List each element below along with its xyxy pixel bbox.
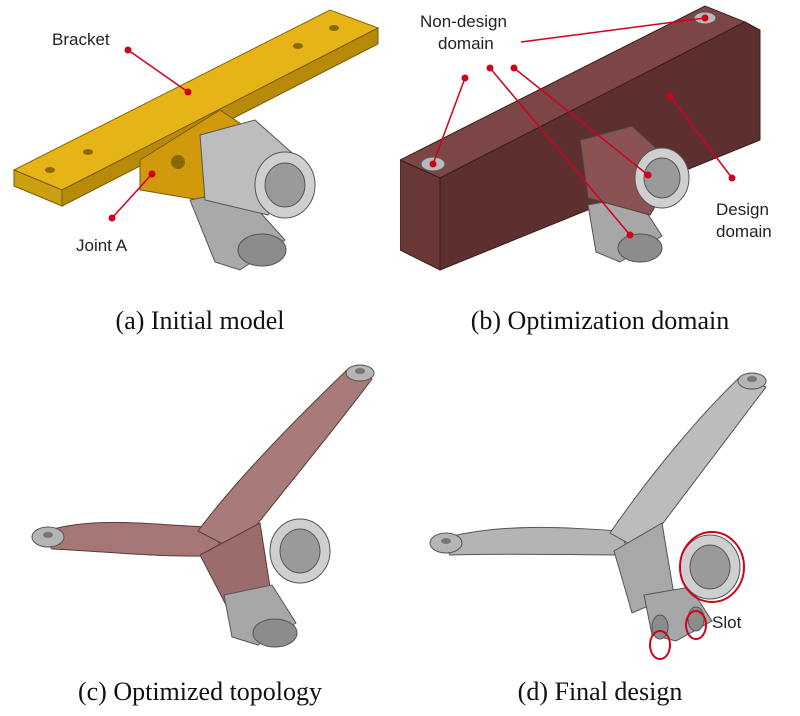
non-design-label-line1: Non-design [420,12,507,31]
design-label-line1: Design [716,200,769,219]
topology-arm-left [39,521,227,557]
final-arm-left [439,526,631,556]
design-domain-front [400,159,441,271]
panel-optimized-topology: (c) Optimized topology [0,355,400,716]
bracket-label: Bracket [52,30,110,49]
initial-model-illustration [12,9,380,271]
caption-final-design: (d) Final design [517,677,683,706]
panel-optimization-domain: Non-design domain Design domain (b) Opti… [400,0,800,345]
panel-final-design: Slot (d) Final design [400,355,800,716]
final-design-illustration [429,372,767,660]
final-arm-upper [609,376,767,552]
non-design-label-line2: domain [438,34,494,53]
design-label-line2: domain [716,222,772,241]
caption-optimization-domain: (b) Optimization domain [470,306,730,335]
panel-initial-model: Bracket Joint A (a) Initial model [0,0,400,345]
joint-a-label: Joint A [76,236,128,255]
slot-highlight-large [679,531,745,603]
optimization-domain-illustration [400,5,761,271]
slot-highlight-small-1 [649,630,671,660]
caption-initial-model: (a) Initial model [115,306,285,335]
slot-label: Slot [712,613,742,632]
caption-optimized-topology: (c) Optimized topology [77,677,323,706]
topology-arm-upper [197,368,373,552]
slot-highlight-small-2 [685,610,707,640]
optimized-topology-illustration [31,364,375,648]
